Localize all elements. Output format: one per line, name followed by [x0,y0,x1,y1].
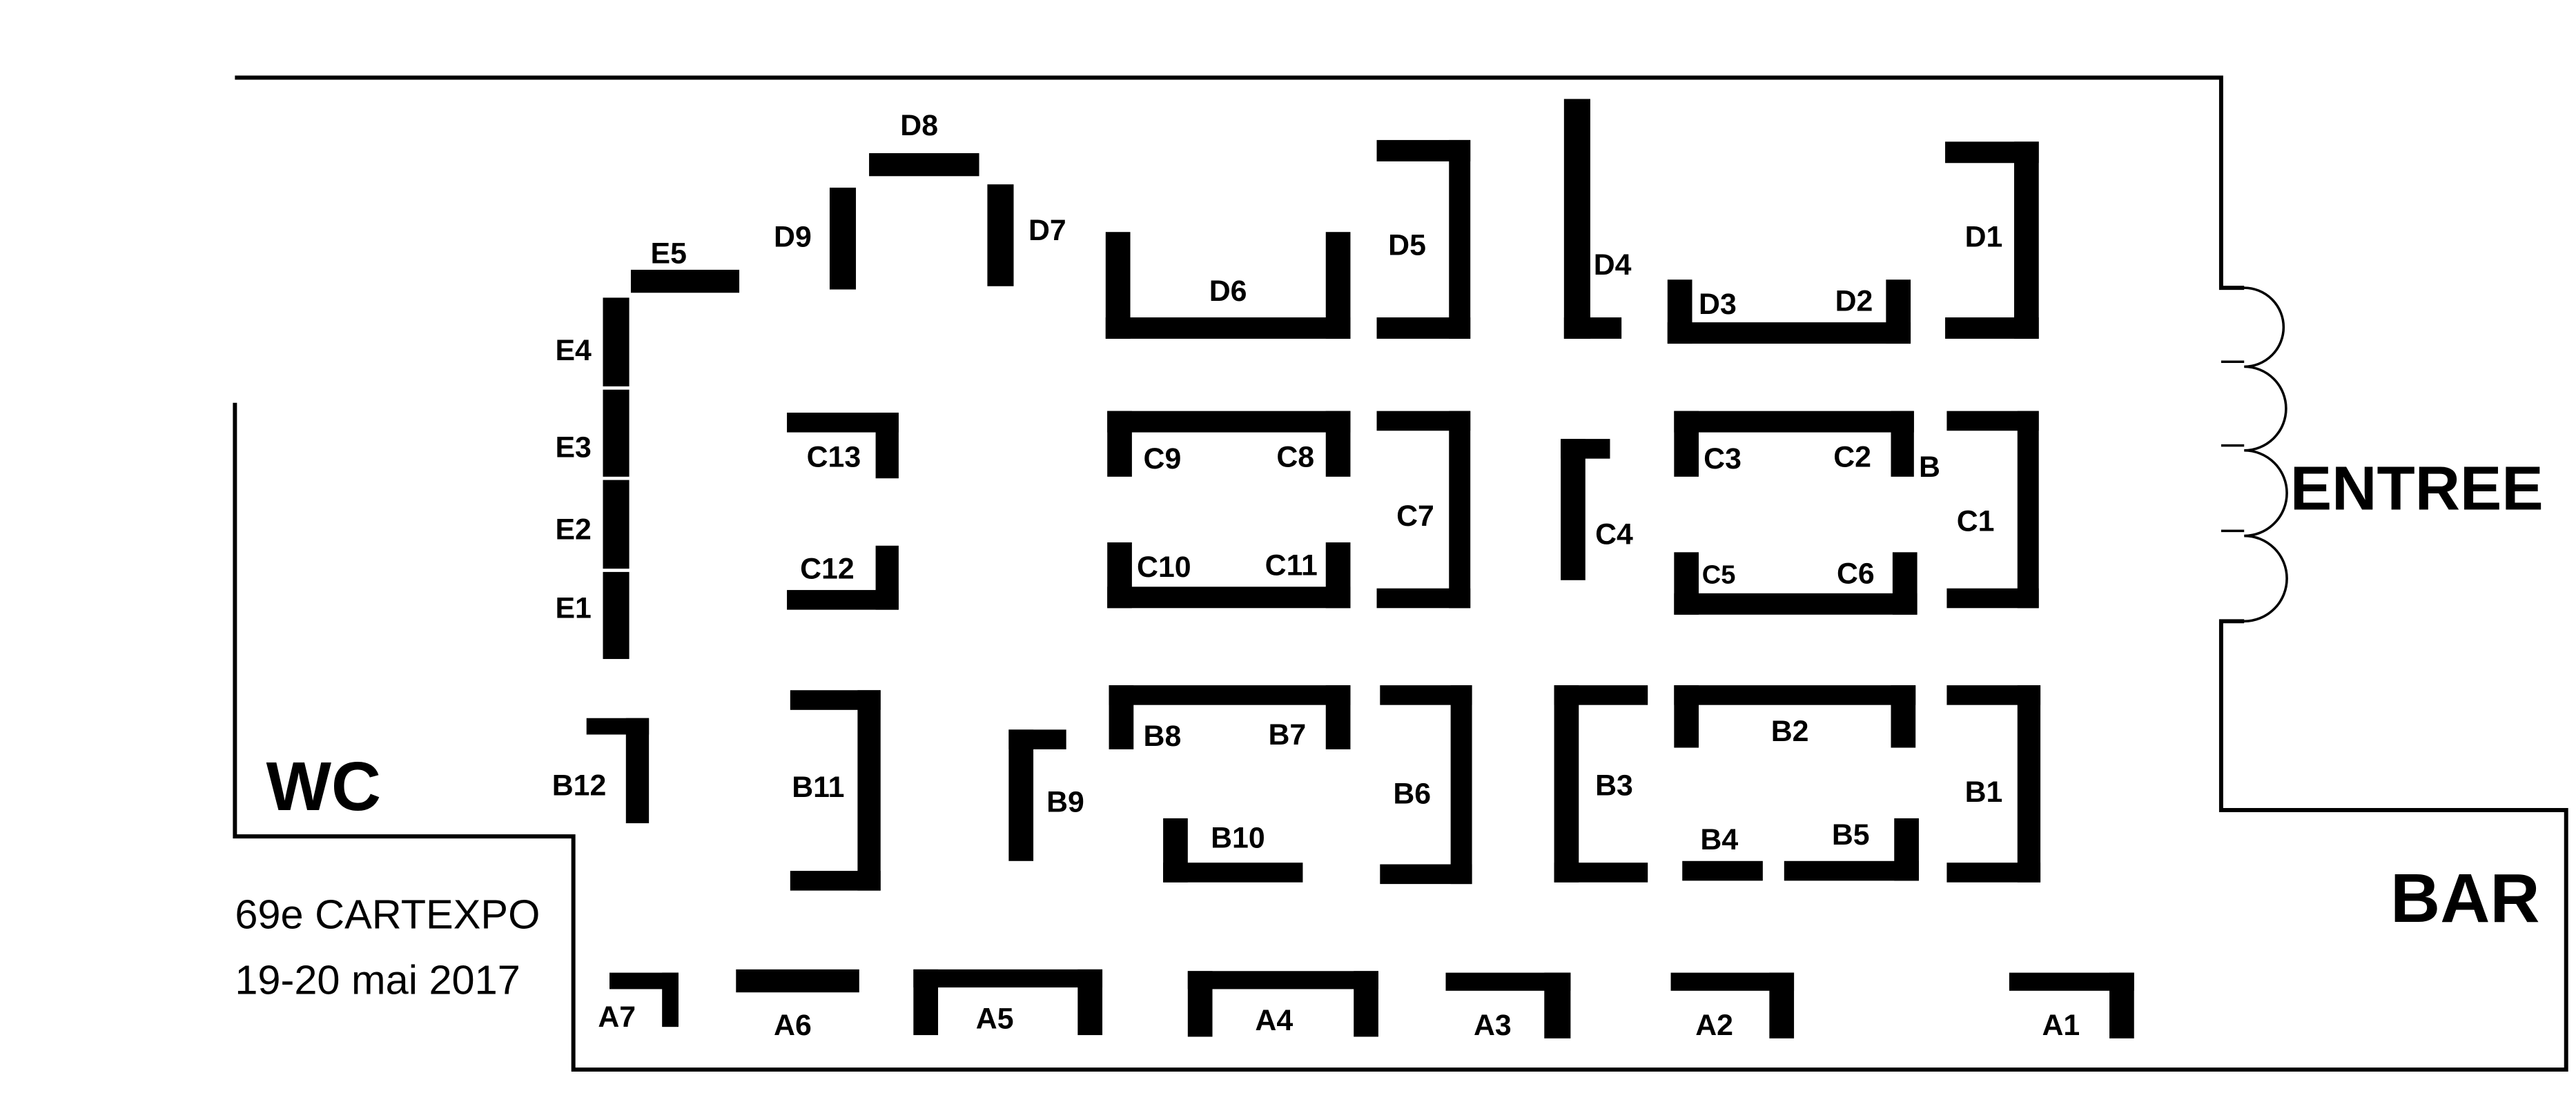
booth-label-d8: D8 [900,109,938,142]
booth-label-a7: A7 [598,1001,636,1034]
booth-label-a4: A4 [1255,1004,1293,1037]
booth-label-c2: C2 [1833,441,1871,474]
booth-label-b5: B5 [1832,818,1870,851]
building-outline [233,75,2568,1072]
booth-label-d3: D3 [1699,288,1737,321]
booth-label-a6: A6 [774,1009,812,1042]
booth-label-c7: C7 [1396,500,1434,533]
booth-walls [586,99,2134,1038]
event-dates: 19-20 mai 2017 [235,957,520,1003]
booth-label-c9: C9 [1144,442,1182,475]
event-name: 69e CARTEXPO [235,891,540,937]
booth-label-c3: C3 [1704,442,1741,475]
booth-label-b7: B7 [1268,718,1306,751]
booth-label-d9: D9 [774,221,812,254]
booth-label-c10: C10 [1137,551,1191,584]
booth-label-b12: B12 [552,769,607,802]
booth-label-c6: C6 [1837,558,1875,591]
entrance-doors [2221,286,2288,623]
booth-label-b8: B8 [1144,720,1182,753]
booth-label-b4: B4 [1700,823,1738,856]
booth-label-b1: B1 [1965,776,2003,809]
booth-label-e5: E5 [651,237,687,270]
booth-label-a3: A3 [1474,1009,1512,1042]
booth-label-c12: C12 [800,552,855,585]
booth-label-c11: C11 [1265,549,1318,582]
booth-label-c5: C5 [1702,561,1736,590]
booth-label-b2: B2 [1771,715,1809,748]
booth-label-e4: E4 [555,334,592,367]
booth-label-b11: B11 [792,771,844,804]
booth-label-c8: C8 [1276,441,1314,474]
booth-label-a2: A2 [1695,1009,1733,1042]
booth-label-b10: B10 [1211,822,1265,855]
booth-label-e3: E3 [555,431,591,464]
booth-label-d4: D4 [1594,248,1632,282]
booth-label-c4: C4 [1595,518,1633,551]
booth-label-d5: D5 [1388,229,1426,262]
entrance-label: ENTREE [2290,453,2544,523]
booth-label-a5: A5 [976,1003,1014,1036]
booth-label-b9: B9 [1046,785,1084,818]
booth-label-c13: C13 [807,441,861,474]
booth-label-b3: B3 [1595,769,1633,802]
booth-label-b: B [1919,451,1940,484]
booth-label-d1: D1 [1965,221,2003,254]
booth-label-a1: A1 [2042,1009,2080,1042]
booth-label-d7: D7 [1028,214,1066,247]
booth-label-d2: D2 [1835,284,1873,317]
wc-label: WC [266,749,382,825]
booth-label-e1: E1 [555,592,591,625]
bar-label: BAR [2390,860,2540,937]
booth-label-d6: D6 [1209,275,1247,308]
booth-label-e2: E2 [555,513,591,546]
booth-label-b6: B6 [1393,777,1431,810]
booth-label-c1: C1 [1957,504,1995,538]
